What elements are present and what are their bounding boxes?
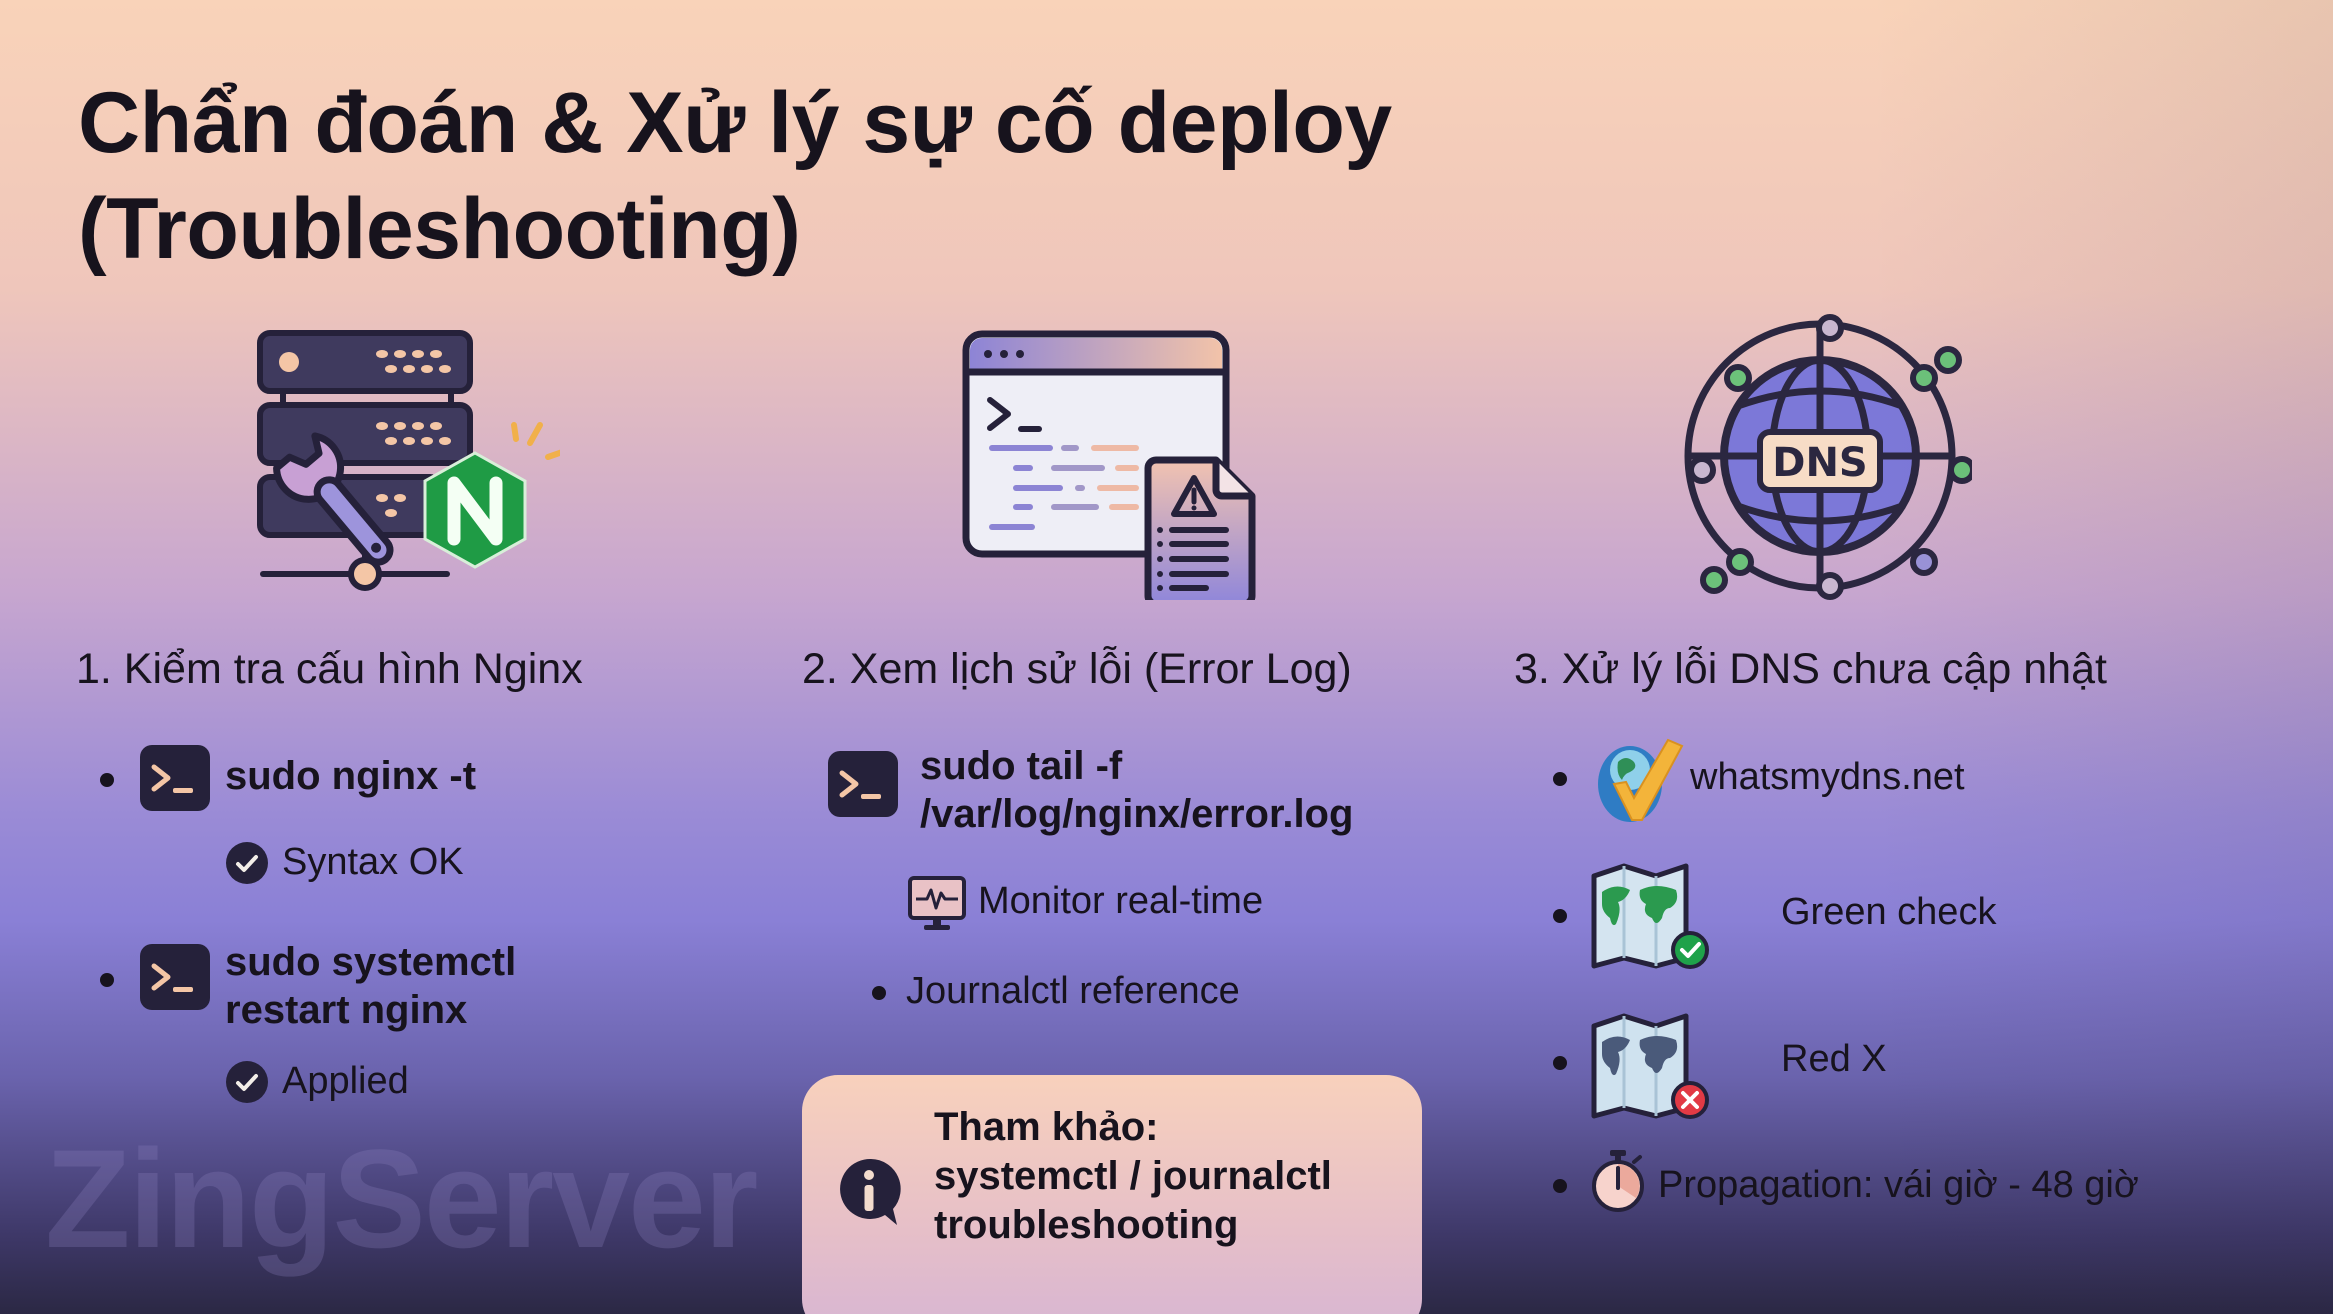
section-2-heading: 2. Xem lịch sử lỗi (Error Log) xyxy=(802,645,1352,693)
command-line-2: restart nginx xyxy=(225,988,468,1032)
stopwatch-icon xyxy=(1590,1148,1646,1219)
world-map-green-check-icon xyxy=(1590,862,1710,987)
whatsmydns-link-text: whatsmydns.net xyxy=(1690,756,1965,798)
server-wrench-nginx-icon xyxy=(220,325,568,600)
bullet xyxy=(872,986,886,1000)
check-circle-icon xyxy=(226,842,268,884)
journalctl-reference-text: Journalctl reference xyxy=(906,970,1240,1012)
world-map-red-x-icon xyxy=(1590,1012,1710,1137)
title-line-1: Chẩn đoán & Xử lý sự cố deploy xyxy=(78,75,1392,171)
info-bubble-icon xyxy=(838,1155,904,1236)
check-circle-icon xyxy=(226,1061,268,1103)
command-line-1: sudo systemctl xyxy=(225,940,517,984)
bullet xyxy=(1553,772,1567,786)
red-x-text: Red X xyxy=(1781,1038,1887,1080)
bullet xyxy=(100,773,114,787)
command-tail-error-log: sudo tail -f /var/log/nginx/error.log xyxy=(920,742,1353,838)
slide-title: Chẩn đoán & Xử lý sự cố deploy (Troubles… xyxy=(78,70,1392,282)
globe-checkmark-icon xyxy=(1592,732,1688,831)
dns-label: DNS xyxy=(1772,440,1868,486)
terminal-icon xyxy=(140,745,210,811)
dns-globe-network-icon: DNS xyxy=(1672,306,1976,611)
note-line-1: Tham khảo: xyxy=(934,1105,1159,1149)
watermark-logo: ZingServer xyxy=(45,1120,758,1277)
title-line-2: (Troubleshooting) xyxy=(78,181,801,277)
bullet xyxy=(100,973,114,987)
note-text: Tham khảo: systemctl / journalctl troubl… xyxy=(934,1103,1332,1250)
terminal-icon xyxy=(140,944,210,1010)
section-3-heading: 3. Xử lý lỗi DNS chưa cập nhật xyxy=(1514,645,2107,693)
bullet xyxy=(1553,1056,1567,1070)
command-nginx-test: sudo nginx -t xyxy=(225,754,477,798)
command-line-1: sudo tail -f xyxy=(920,744,1123,788)
monitor-real-time-text: Monitor real-time xyxy=(978,880,1264,922)
note-line-2: systemctl / journalctl xyxy=(934,1154,1332,1198)
status-syntax-ok: Syntax OK xyxy=(282,841,464,883)
status-applied: Applied xyxy=(282,1060,409,1102)
note-line-3: troubleshooting xyxy=(934,1203,1239,1247)
bullet xyxy=(1553,909,1567,923)
section-1-heading: 1. Kiểm tra cấu hình Nginx xyxy=(76,645,583,693)
monitor-heartbeat-icon xyxy=(907,875,969,938)
reference-note-card: Tham khảo: systemctl / journalctl troubl… xyxy=(802,1075,1422,1314)
command-line-2: /var/log/nginx/error.log xyxy=(920,792,1354,836)
bullet xyxy=(1553,1179,1567,1193)
terminal-window-warning-log-icon xyxy=(962,330,1267,608)
propagation-text: Propagation: vái giờ - 48 giờ xyxy=(1658,1164,2139,1206)
command-systemctl-restart: sudo systemctl restart nginx xyxy=(225,938,516,1034)
green-check-text: Green check xyxy=(1781,891,1997,933)
terminal-icon xyxy=(828,751,898,817)
